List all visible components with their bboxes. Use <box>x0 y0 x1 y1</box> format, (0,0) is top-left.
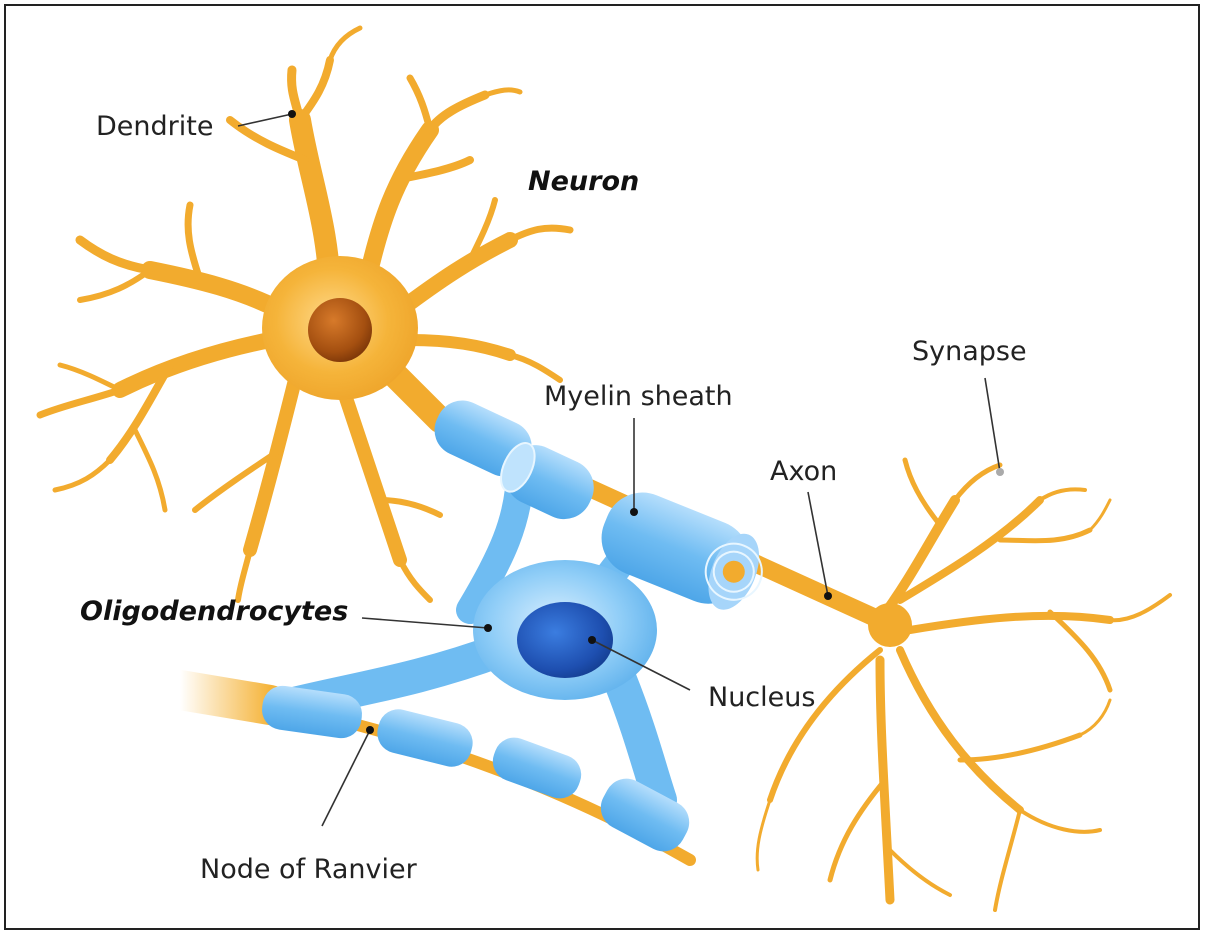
nucleus-leader <box>591 639 691 691</box>
label-axon: Axon <box>770 456 837 487</box>
axon-marker <box>824 592 832 600</box>
axon-terminal <box>755 457 1172 912</box>
dendrite-leader <box>237 113 293 127</box>
lower-myelin-segments <box>262 685 690 852</box>
synapse-marker <box>996 468 1004 476</box>
axon-terminal-center <box>868 603 912 647</box>
myelin-sheath-marker <box>630 508 638 516</box>
node-of-ranvier-marker <box>366 726 374 734</box>
label-myelin-sheath: Myelin sheath <box>544 381 733 412</box>
oligodendrocyte-cell <box>273 456 677 817</box>
node-of-ranvier-leader <box>321 729 371 827</box>
neuron-nucleus <box>308 298 372 362</box>
oligodendrocytes-marker <box>484 624 492 632</box>
oligodendrocyte-nucleus <box>517 602 613 678</box>
axon-leader <box>807 491 829 597</box>
nucleus-marker <box>588 636 596 644</box>
dendrite-marker <box>288 110 296 118</box>
label-oligodendrocytes: Oligodendrocytes <box>80 596 348 627</box>
oligodendrocytes-leader <box>361 617 489 629</box>
label-node-of-ranvier: Node of Ranvier <box>200 854 418 885</box>
label-nucleus: Nucleus <box>708 682 815 713</box>
myelin-sheath-segments <box>434 400 763 610</box>
label-neuron: Neuron <box>528 166 639 197</box>
synapse-leader <box>984 377 1001 473</box>
label-synapse: Synapse <box>912 336 1027 367</box>
label-dendrite: Dendrite <box>96 111 213 142</box>
